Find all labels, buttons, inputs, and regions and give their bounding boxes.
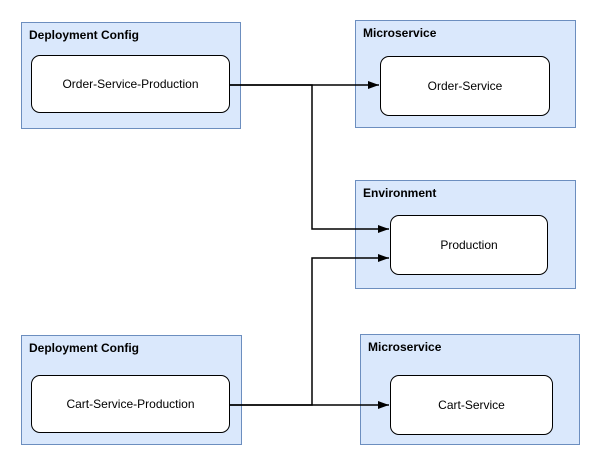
node-cart-service-production: Cart-Service-Production	[31, 375, 230, 433]
node-order-service: Order-Service	[380, 56, 550, 116]
group-title-environment: Environment	[363, 186, 437, 200]
node-label-order-service: Order-Service	[427, 79, 503, 93]
node-label-order-service-production: Order-Service-Production	[62, 77, 199, 91]
group-title-deployment-config-order: Deployment Config	[29, 28, 139, 42]
group-title-microservice-order: Microservice	[363, 26, 437, 40]
node-label-production: Production	[440, 238, 498, 252]
group-title-microservice-cart: Microservice	[368, 340, 442, 354]
node-label-cart-service: Cart-Service	[438, 398, 505, 412]
node-order-service-production: Order-Service-Production	[31, 55, 230, 113]
node-cart-service: Cart-Service	[390, 375, 553, 435]
node-label-cart-service-production: Cart-Service-Production	[66, 397, 195, 411]
group-title-deployment-config-cart: Deployment Config	[29, 341, 139, 355]
node-production: Production	[390, 215, 548, 275]
